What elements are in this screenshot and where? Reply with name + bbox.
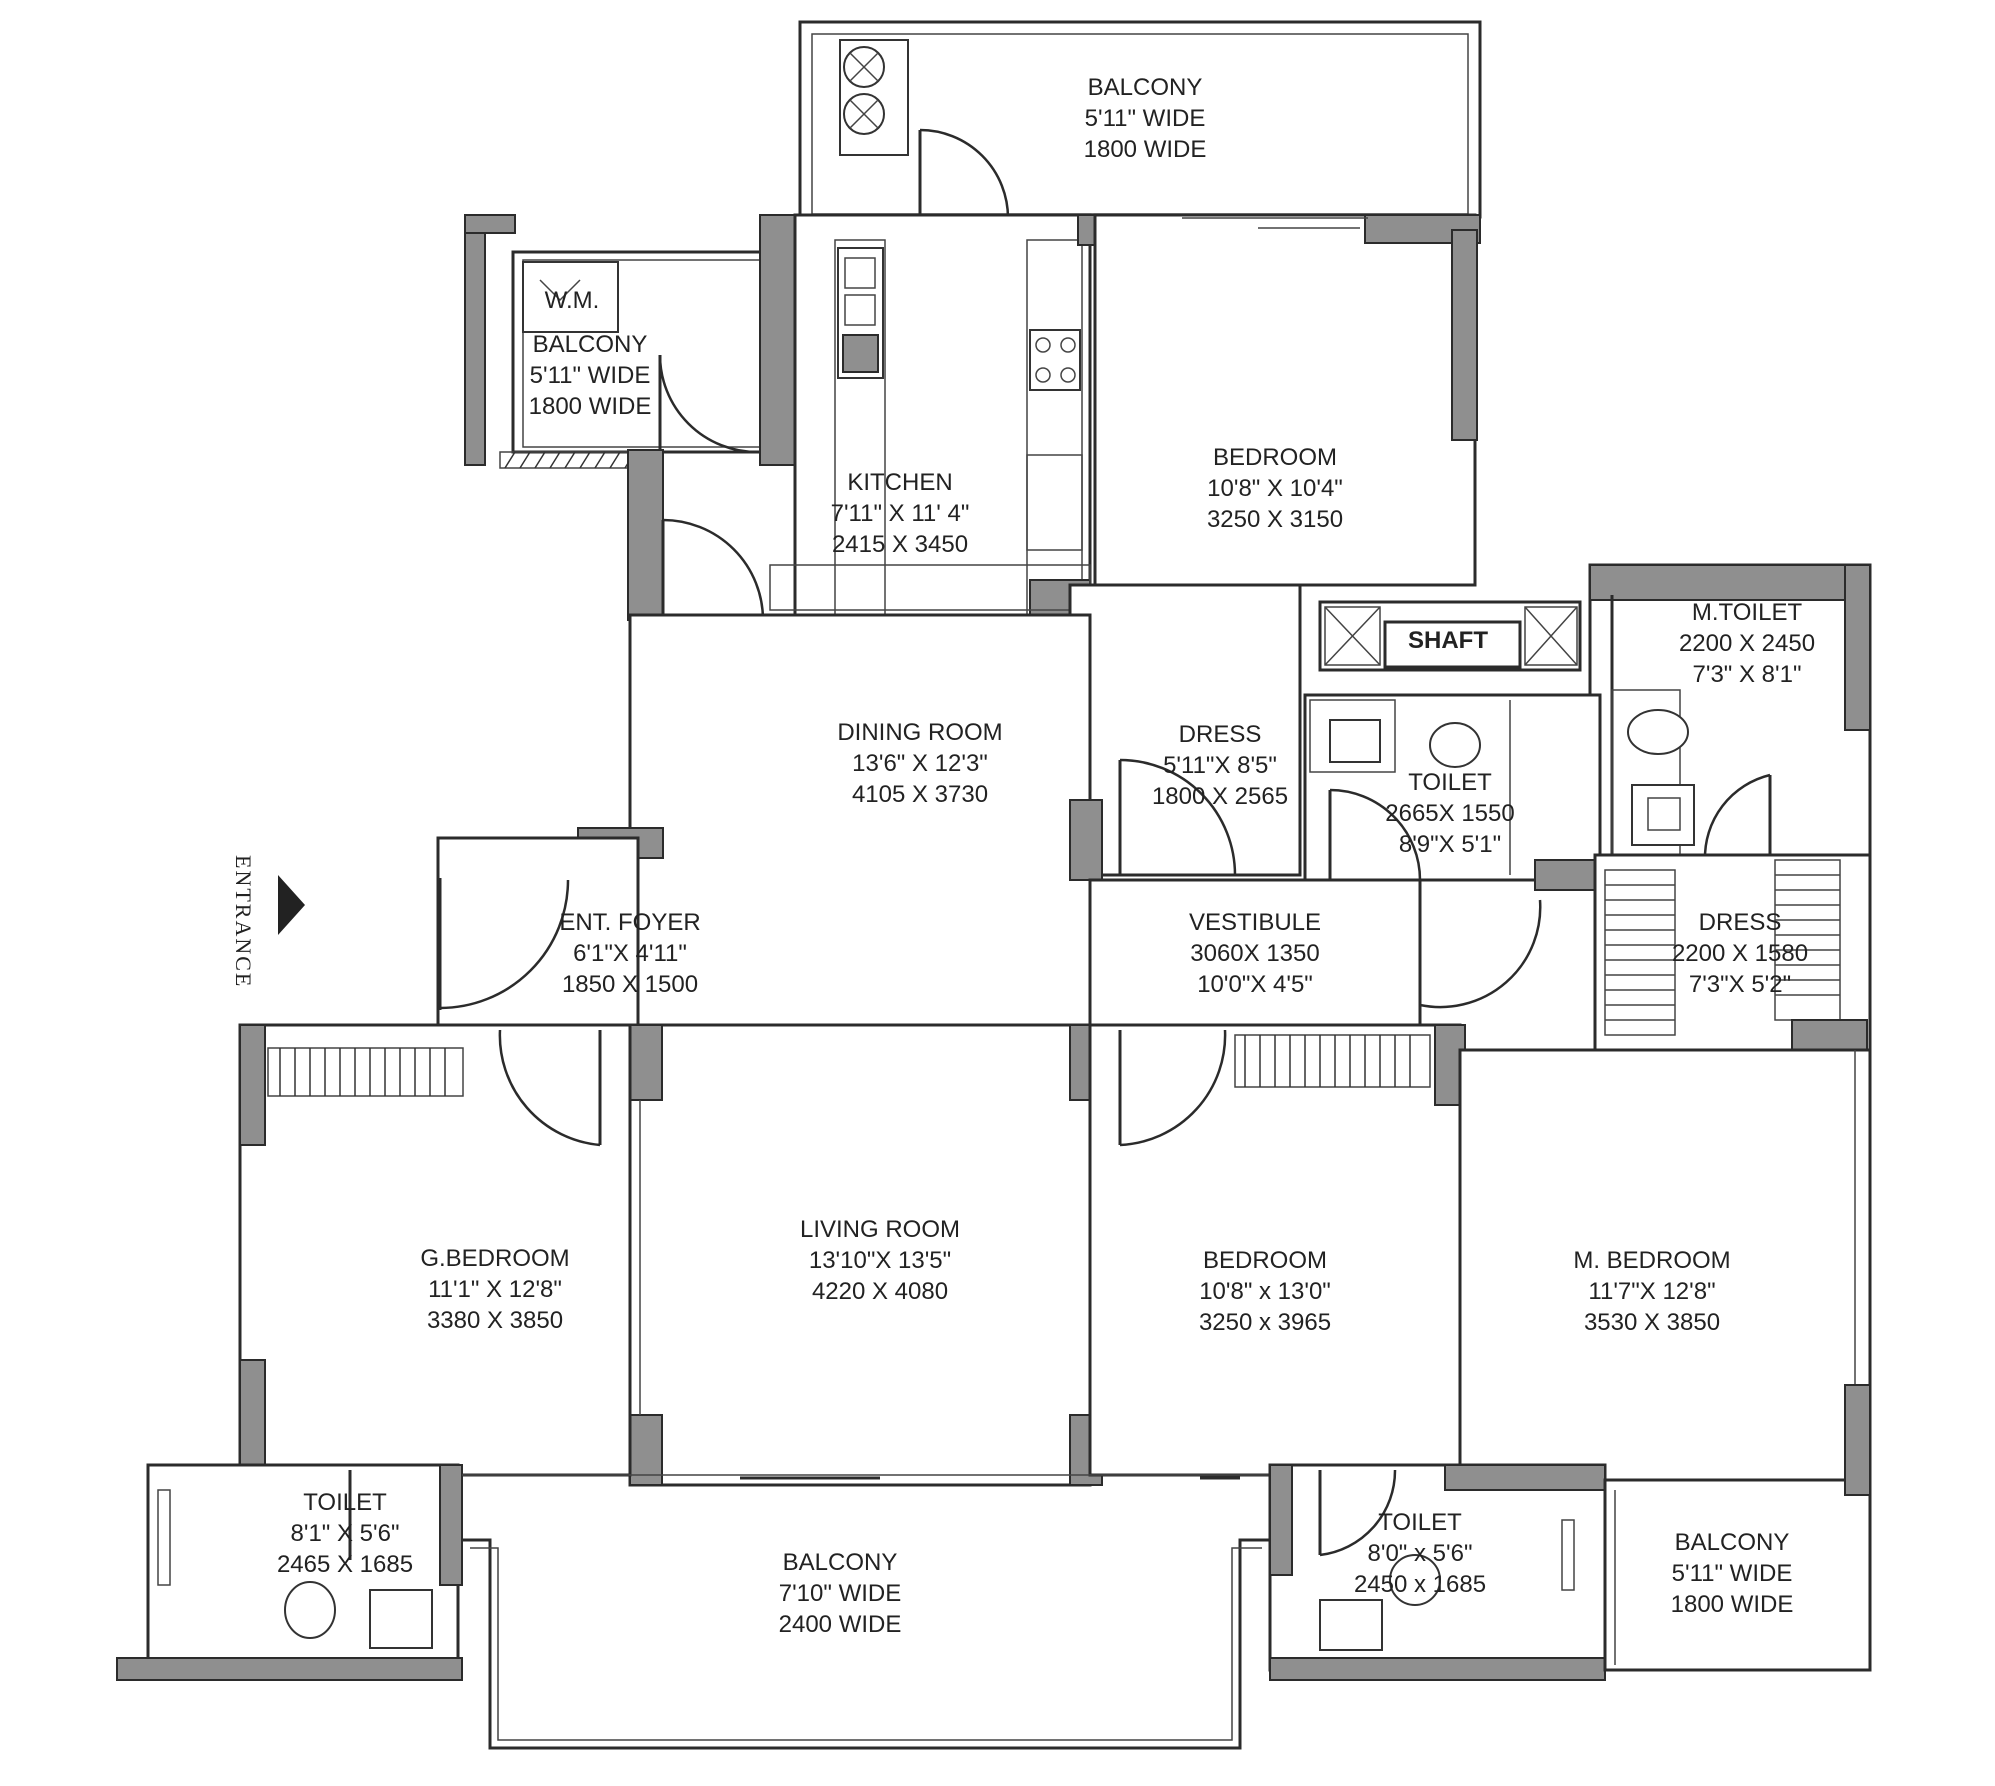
toilet-icon: [1429, 722, 1481, 768]
kitchen-label-line-1: 7'11" X 11' 4": [831, 500, 970, 527]
dress-1-label-line-1: 5'11"X 8'5": [1163, 752, 1277, 779]
balcony-right-area: [1603, 1384, 1872, 1672]
dress-1-area: [1068, 583, 1302, 881]
bedroom-bottom-label-line-1: 10'8" x 13'0": [1199, 1278, 1331, 1305]
gbedroom-area: [238, 1023, 632, 1477]
toilet-icon: [284, 1581, 336, 1639]
balcony-top-label-line-2: 1800 WIDE: [1084, 136, 1207, 163]
balcony-wm-label-line-2: 1800 WIDE: [529, 393, 652, 420]
sink-icon: [1329, 719, 1381, 763]
mtoilet-label-line-1: 2200 X 2450: [1679, 630, 1815, 657]
mtoilet-label-line-2: 7'3" X 8'1": [1693, 661, 1802, 688]
kitchen-label-line-0: KITCHEN: [847, 469, 952, 496]
toilet-right-label-line-0: TOILET: [1378, 1509, 1462, 1536]
gbedroom-label-line-1: 11'1" X 12'8": [428, 1276, 562, 1303]
bedroom-top-label-line-2: 3250 X 3150: [1207, 506, 1343, 533]
toilet-mid-label-line-0: TOILET: [1408, 769, 1492, 796]
balcony-top-label-line-0: BALCONY: [1088, 74, 1203, 101]
dress-2-label-line-2: 7'3"X 5'2": [1689, 971, 1791, 998]
balcony-top-label-line-1: 5'11" WIDE: [1085, 105, 1206, 132]
sink-icon: [369, 1589, 433, 1649]
entrance-arrow-icon: [278, 875, 305, 935]
door-swing-icon: [919, 128, 1010, 219]
dining-label-line-1: 13'6" X 12'3": [852, 750, 988, 777]
toilet-right-label-line-2: 2450 x 1685: [1354, 1571, 1486, 1598]
entrance-label: ENTRANCE: [231, 855, 256, 988]
vestibule-label-line-1: 3060X 1350: [1190, 940, 1319, 967]
balcony-wm-label-line-1: 5'11" WIDE: [530, 362, 651, 389]
living-label-line-0: LIVING ROOM: [800, 1216, 960, 1243]
vestibule-label-line-0: VESTIBULE: [1189, 909, 1321, 936]
toilet-icon: [1389, 1554, 1441, 1606]
balcony-wm-label-line-0: BALCONY: [533, 331, 648, 358]
bedroom-top-area: [1093, 213, 1481, 587]
balcony-right-label-line-0: BALCONY: [1675, 1529, 1790, 1556]
mtoilet-area: [1588, 563, 1872, 861]
balcony-right-label-line-1: 5'11" WIDE: [1672, 1560, 1793, 1587]
wm-label: W.M.: [545, 287, 600, 314]
dress-2-label-line-0: DRESS: [1699, 909, 1782, 936]
shaft-area: [1318, 600, 1582, 672]
mtoilet-label-line-0: M.TOILET: [1692, 599, 1803, 626]
kitchen-area: [627, 213, 1179, 621]
vestibule-label-line-2: 10'0"X 4'5": [1197, 971, 1313, 998]
balcony-right-label-line-2: 1800 WIDE: [1671, 1591, 1794, 1618]
toilet-right-label-line-1: 8'0" x 5'6": [1368, 1540, 1473, 1567]
balcony-top-area: [798, 20, 1482, 219]
dining-label-line-0: DINING ROOM: [837, 719, 1002, 746]
balcony-bottom-label-line-2: 2400 WIDE: [779, 1611, 902, 1638]
toilet-mid-label-line-1: 2665X 1550: [1385, 800, 1514, 827]
foyer-area: [436, 836, 640, 1030]
bedroom-bottom-area: [1088, 1023, 1466, 1477]
toilet-mid-label-line-2: 8'9"X 5'1": [1399, 831, 1501, 858]
foyer-label-line-0: ENT. FOYER: [559, 909, 700, 936]
entrance-marker: ENTRANCE: [231, 855, 305, 988]
mbedroom-label-line-1: 11'7"X 12'8": [1588, 1278, 1715, 1305]
bedroom-bottom-label-line-2: 3250 x 3965: [1199, 1309, 1331, 1336]
bedroom-top-label-line-1: 10'8" X 10'4": [1207, 475, 1343, 502]
room-labels: BALCONY 5'11" WIDE 1800 WIDE BALCONY 5'11" W…: [277, 74, 1815, 1638]
sink-icon: [1631, 784, 1695, 846]
bedroom-top-label-line-0: BEDROOM: [1213, 444, 1337, 471]
dress-2-label-line-1: 2200 X 1580: [1672, 940, 1808, 967]
mbedroom-label-line-0: M. BEDROOM: [1573, 1247, 1730, 1274]
balcony-bottom-area: [462, 1474, 1270, 1750]
mbedroom-area: [1458, 1048, 1872, 1487]
dining-label-line-2: 4105 X 3730: [852, 781, 988, 808]
dress-1-label-line-0: DRESS: [1179, 721, 1262, 748]
toilet-right-area: [1268, 1463, 1607, 1681]
gbedroom-label-line-2: 3380 X 3850: [427, 1307, 563, 1334]
balcony-bottom-label-line-1: 7'10" WIDE: [779, 1580, 901, 1607]
balcony-bottom-label-line-0: BALCONY: [783, 1549, 898, 1576]
living-label-line-1: 13'10"X 13'5": [809, 1247, 951, 1274]
toilet-left-label-line-2: 2465 X 1685: [277, 1551, 413, 1578]
sink-icon: [1319, 1599, 1383, 1651]
toilet-mid-area: [1303, 693, 1606, 891]
dining-area: [440, 613, 1103, 1027]
washing-machine-icon: [522, 261, 619, 333]
shaft-label-line-0: SHAFT: [1408, 627, 1488, 654]
toilet-left-label-line-1: 8'1" X 5'6": [291, 1520, 400, 1547]
dress-2-area: [1593, 853, 1872, 1052]
toilet-left-label-line-0: TOILET: [303, 1489, 387, 1516]
toilet-icon: [1627, 709, 1689, 755]
toilet-left-area: [116, 1463, 463, 1681]
kitchen-label-line-2: 2415 X 3450: [832, 531, 968, 558]
foyer-label-line-2: 1850 X 1500: [562, 971, 698, 998]
balcony-wm-area: W.M.: [464, 214, 796, 469]
dress-1-label-line-2: 1800 X 2565: [1152, 783, 1288, 810]
living-label-line-2: 4220 X 4080: [812, 1278, 948, 1305]
foyer-label-line-1: 6'1"X 4'11": [573, 940, 687, 967]
vestibule-area: [1088, 878, 1542, 1027]
gbedroom-label-line-0: G.BEDROOM: [420, 1245, 569, 1272]
mbedroom-label-line-2: 3530 X 3850: [1584, 1309, 1720, 1336]
bedroom-bottom-label-line-0: BEDROOM: [1203, 1247, 1327, 1274]
